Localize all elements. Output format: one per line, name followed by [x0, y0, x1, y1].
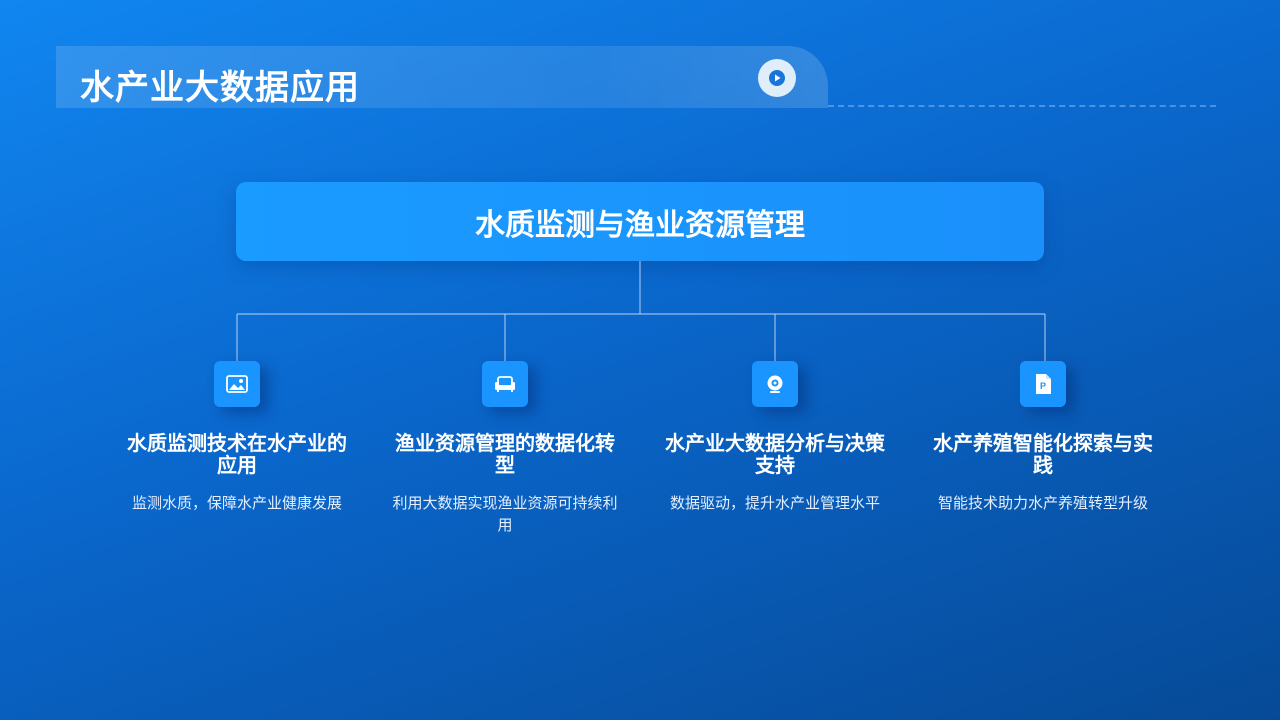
webcam-icon	[767, 375, 783, 393]
item-description: 监测水质，保障水产业健康发展	[131, 494, 342, 512]
play-button[interactable]	[758, 59, 796, 97]
item-description: 智能技术助力水产养殖转型升级	[937, 494, 1148, 512]
header-divider	[828, 105, 1216, 107]
page-title: 水产业大数据应用	[80, 68, 360, 108]
main-topic-box: 水质监测与渔业资源管理	[236, 182, 1044, 261]
item-title: 水质监测技术在水产业的应用	[127, 431, 347, 477]
item-title: 渔业资源管理的数据化转型	[395, 431, 615, 477]
topic-item-4: P 水产养殖智能化探索与实践 智能技术助力水产养殖转型升级	[928, 361, 1158, 514]
item-description: 数据驱动，提升水产业管理水平	[669, 494, 880, 512]
item-icon-box: P	[1020, 361, 1066, 407]
play-icon	[769, 70, 785, 86]
ppt-file-icon: P	[1036, 374, 1051, 394]
item-icon-box	[214, 361, 260, 407]
main-topic-title: 水质监测与渔业资源管理	[475, 207, 805, 243]
header-band	[56, 46, 828, 108]
item-icon-box	[752, 361, 798, 407]
topic-item-1: 水质监测技术在水产业的应用 监测水质，保障水产业健康发展	[122, 361, 352, 514]
topic-item-3: 水产业大数据分析与决策支持 数据驱动，提升水产业管理水平	[660, 361, 890, 514]
sofa-icon	[495, 376, 515, 392]
item-title: 水产业大数据分析与决策支持	[665, 431, 885, 477]
item-title: 水产养殖智能化探索与实践	[933, 431, 1153, 477]
svg-text:P: P	[1040, 381, 1046, 391]
image-icon	[226, 375, 248, 393]
topic-item-2: 渔业资源管理的数据化转型 利用大数据实现渔业资源可持续利用	[390, 361, 620, 536]
item-icon-box	[482, 361, 528, 407]
item-description: 利用大数据实现渔业资源可持续利用	[392, 494, 618, 534]
